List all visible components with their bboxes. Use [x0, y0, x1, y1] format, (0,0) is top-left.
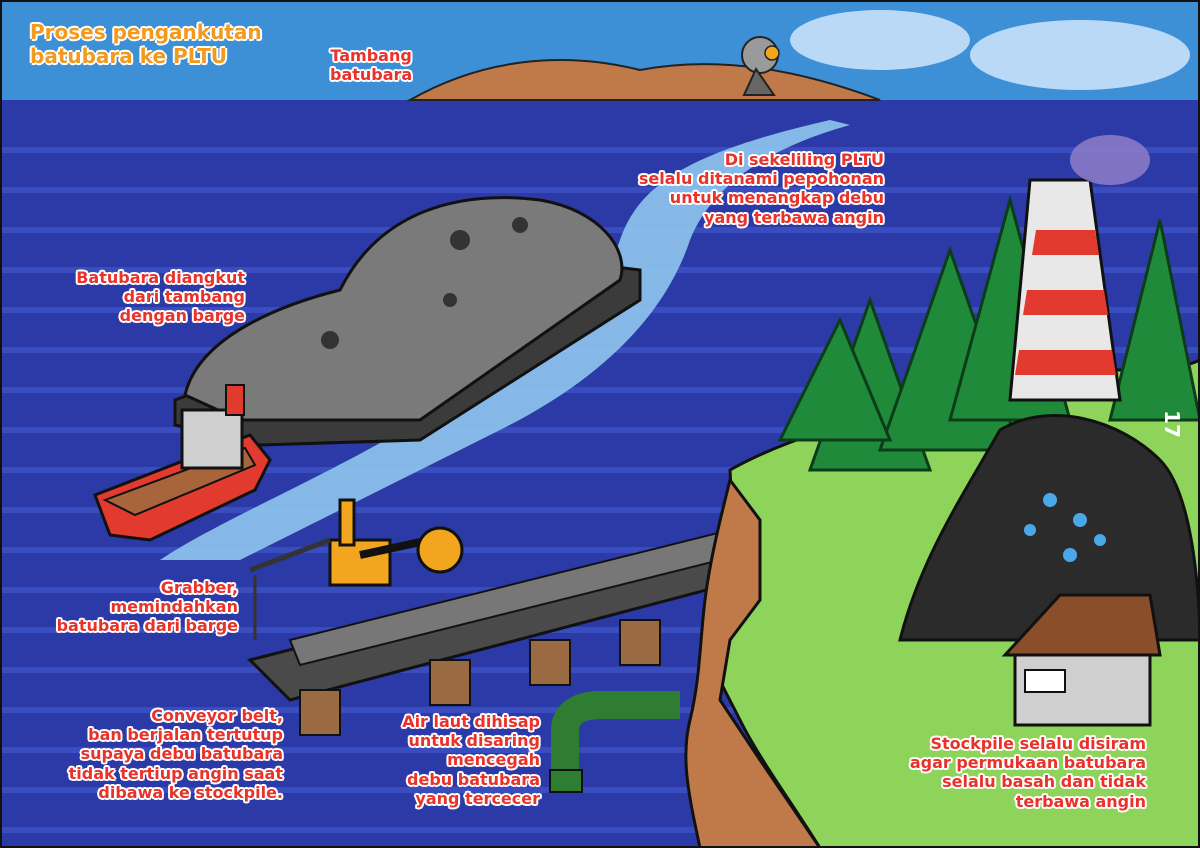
label-seawater: Air laut dihisap untuk disaring mencegah… — [402, 712, 540, 808]
ship-wake — [160, 120, 850, 560]
power-plant-chimney — [1008, 135, 1150, 402]
coal-stockpile — [898, 414, 1200, 642]
cloud — [970, 20, 1190, 90]
label-stockpile: Stockpile selalu disiram agar permukaan … — [909, 734, 1146, 811]
label-conveyor: Conveyor belt, ban berjalan tertutup sup… — [68, 706, 283, 802]
seawater-intake-pipe — [549, 691, 680, 793]
conveyor-belt — [247, 513, 823, 736]
label-barge: Batubara diangkut dari tambang dengan ba… — [76, 268, 245, 326]
water-drops — [1024, 493, 1106, 562]
page-number: 17 — [1159, 410, 1184, 438]
mine-excavator — [741, 36, 780, 96]
page-title: Proses pengankutan batubara ke PLTU — [30, 20, 262, 68]
grabber-crane — [249, 498, 464, 640]
cliff — [684, 476, 822, 848]
tugboat — [93, 384, 272, 542]
cloud — [790, 10, 970, 70]
label-mine: Tambang batubara — [330, 46, 413, 85]
label-grabber: Grabber, memindahkan batubara dari barge — [56, 578, 238, 636]
pump-house — [1001, 593, 1162, 727]
label-trees: Di sekeliling PLTU selalu ditanami pepoh… — [638, 150, 884, 227]
